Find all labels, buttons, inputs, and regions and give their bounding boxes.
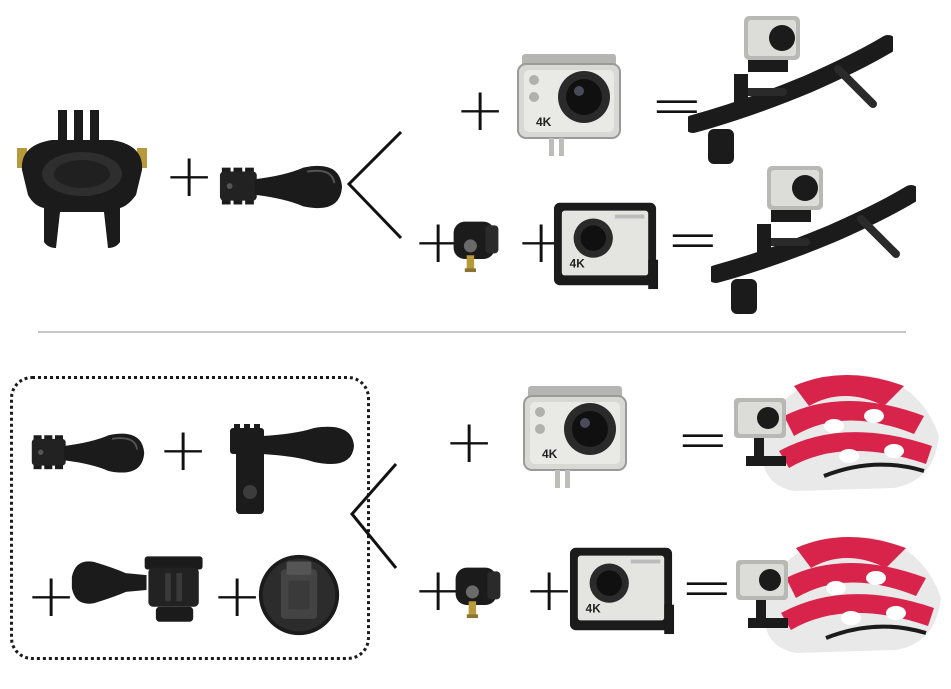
plus-sign: + — [413, 555, 464, 625]
equals-sign: = — [666, 203, 720, 277]
helmet-camera-icon — [734, 356, 944, 496]
bike-handlebar-camera-icon — [706, 164, 921, 314]
plus-sign: + — [212, 561, 263, 631]
short-arm-icon — [30, 420, 146, 488]
camera-badge: 4K — [586, 603, 602, 616]
buckle-arm-icon — [70, 552, 210, 628]
camera-in-case-icon: 4K — [514, 50, 624, 160]
elbow-arm-icon — [226, 424, 356, 524]
plus-sign: + — [444, 407, 495, 477]
branch-bracket — [345, 128, 405, 242]
plus-sign: + — [158, 415, 209, 485]
camera-frame-icon: 4K — [568, 540, 676, 640]
camera-badge: 4K — [542, 447, 558, 461]
helmet-camera-icon — [736, 518, 946, 658]
camera-badge: 4K — [570, 258, 586, 271]
camera-frame-icon: 4K — [552, 200, 660, 290]
equals-sign: = — [680, 551, 734, 625]
camera-badge: 4K — [536, 115, 552, 129]
plus-sign: + — [164, 141, 215, 211]
bike-handlebar-camera-icon — [688, 14, 893, 164]
mount-options-group — [10, 376, 370, 660]
long-arm-icon — [218, 148, 344, 228]
plus-sign: + — [524, 555, 575, 625]
tripod-adapter-icon — [448, 212, 504, 278]
plus-sign: + — [455, 75, 506, 145]
branch-bracket — [348, 460, 400, 572]
section-divider — [38, 331, 906, 333]
tripod-adapter-icon — [450, 558, 506, 624]
adhesive-base-icon — [256, 552, 342, 638]
camera-in-case-icon: 4K — [520, 382, 630, 492]
handlebar-mount-icon — [12, 110, 152, 250]
plus-sign: + — [26, 561, 77, 631]
equals-sign: = — [676, 403, 730, 477]
